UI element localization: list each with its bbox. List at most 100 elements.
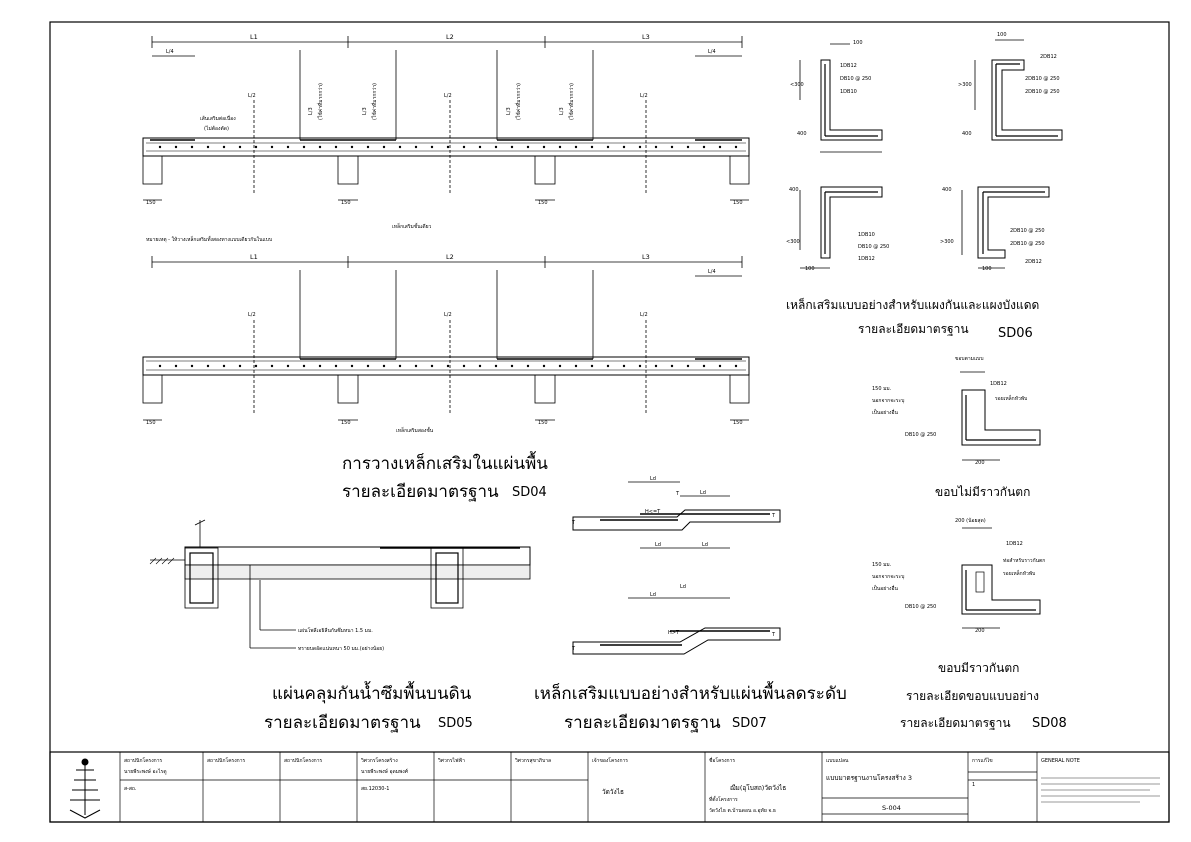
rebar-dot	[670, 145, 674, 149]
rebar-dot	[334, 145, 338, 149]
sd06-bar-c2: DB10 @ 250	[858, 244, 889, 250]
rebar-dot	[270, 364, 274, 368]
sd08-bar-b1: 1DB12	[1006, 541, 1023, 547]
sd07-detail	[572, 481, 781, 655]
sd06-bar-a1: 1DB12	[840, 63, 857, 69]
rebar-dot	[734, 145, 738, 149]
sd04-continuous-bar: เส้นเสริมต่อเนื่อง	[200, 115, 236, 122]
rebar-dot	[638, 145, 642, 149]
sd08-bar-b2: DB10 @ 250	[905, 604, 936, 610]
rebar-dot	[302, 145, 306, 149]
rebar-dot	[494, 364, 498, 368]
sd04-vnote-3: L/3	[362, 107, 368, 115]
sd07-h-lt: H<=T	[645, 509, 661, 515]
sd04-vnote-5: L/3	[506, 107, 512, 115]
sd04-support-dim-4: 150	[733, 200, 743, 206]
rebar-dot	[286, 364, 290, 368]
sd05-subtitle: รายละเอียดมาตรฐาน	[264, 713, 421, 733]
sd07-code: SD07	[732, 716, 767, 731]
rebar-dot	[190, 364, 194, 368]
sd05-title: แผ่นคลุมกันน้ำซึมพื้นบนดิน	[272, 681, 472, 704]
rebar-dot	[254, 145, 258, 149]
rebar-dot	[158, 364, 162, 368]
tb-sheet-title: แบบมาตรฐานงานโครงสร้าง 3	[826, 774, 912, 782]
rebar-dot	[286, 145, 290, 149]
sd06-dim-400-d: 400	[942, 187, 952, 193]
rebar-dot	[606, 145, 610, 149]
tb-general-notes: GENERAL NOTE	[1041, 758, 1080, 764]
rebar-dot	[622, 364, 626, 368]
sd08-unless-b: นอกจากจะระบุ	[872, 574, 904, 580]
rebar-dot	[574, 364, 578, 368]
rebar-dot	[462, 145, 466, 149]
sd04-continuous-bar-2: (ไม่ต้องตัด)	[204, 125, 229, 132]
rebar-dot	[526, 145, 530, 149]
rebar-dot	[734, 364, 738, 368]
sd04-rebar-dots	[158, 145, 738, 368]
sd06-dim-100-a: 100	[853, 40, 863, 46]
rebar-dot	[414, 145, 418, 149]
sd06-dim-100-b: 100	[997, 32, 1007, 38]
sd06-bar-b1: 2DB12	[1040, 54, 1057, 60]
tb-notes-lines	[1041, 777, 1160, 803]
sd04-support-dim-1: 150	[146, 200, 156, 206]
sd08-drip-a: รอยเหล็กหัวพับ	[995, 394, 1027, 402]
rebar-dot	[238, 364, 242, 368]
sd04-note: หมายเหตุ - ให้วางเหล็กเสริมทั้งสองทางแบบ…	[146, 234, 272, 243]
rebar-dot	[590, 145, 594, 149]
sd07-t-5: T	[771, 632, 776, 638]
sd06-dim-300-b: >300	[958, 82, 972, 88]
sd08-dim-150-b: 150 มม.	[872, 562, 892, 568]
sd04-quarter-left: L/4	[166, 49, 174, 55]
rebar-dot	[686, 364, 690, 368]
rebar-dot	[382, 145, 386, 149]
sd06-bar-a2: DB10 @ 250	[840, 76, 871, 82]
rebar-dot	[350, 145, 354, 149]
sd07-title: เหล็กเสริมแบบอย่างสำหรับแผ่นพื้นลดระดับ	[534, 681, 847, 704]
rebar-dot	[174, 364, 178, 368]
sd04-quarter-right: L/4	[708, 49, 716, 55]
rebar-dot	[206, 145, 210, 149]
rebar-dot	[318, 145, 322, 149]
rebar-dot	[462, 364, 466, 368]
tb-project: ฌืม(อุโบสถ)วัดวังไธ	[730, 784, 786, 792]
sd06-bar-b2: 2DB10 @ 250	[1025, 76, 1060, 82]
tb-owner-label: เจ้าของโครงการ	[592, 757, 628, 764]
rebar-dot	[206, 364, 210, 368]
tb-sheet-no: S-004	[882, 804, 901, 812]
tb-location: วัดวังไธ ต.บ้านดอน อ.อุทัย จ.ธ	[709, 807, 776, 814]
sd08-unless-b2: เป็นอย่างอื่น	[872, 584, 898, 592]
sd07-ld-5: Ld	[650, 592, 656, 598]
thai-emblem-logo	[69, 758, 101, 819]
tb-owner: วัดวังไธ	[602, 788, 624, 796]
sd06-detail	[799, 39, 1063, 269]
sd06-dim-300-c: <300	[786, 239, 800, 245]
sd08-drip-b2: รอยเหล็กหัวพับ	[1003, 569, 1035, 577]
rebar-dot	[526, 364, 530, 368]
sd07-ld-6: Ld	[680, 584, 686, 590]
sd04-vnote-7: L/3	[559, 107, 565, 115]
sd06-bar-a3: 1DB10	[840, 89, 857, 95]
sd08-detail	[960, 371, 1041, 629]
sd05-code: SD05	[438, 716, 473, 731]
sd06-bar-d3: 2DB12	[1025, 259, 1042, 265]
sd08-form-edge: ขอบตามแบบ	[955, 356, 984, 362]
sd06-dim-400-c: 400	[789, 187, 799, 193]
rebar-dot	[270, 145, 274, 149]
rebar-dot	[558, 364, 562, 368]
sd04-vnote-8: (ใช้ค่าที่มากกว่า)	[568, 83, 575, 120]
sd04-vnote-2: (ใช้ค่าที่มากกว่า)	[317, 83, 324, 120]
title-block-frame	[49, 751, 1170, 823]
rebar-dot	[590, 364, 594, 368]
sd08-bar-a2: DB10 @ 250	[905, 432, 936, 438]
sd07-t-2: T	[675, 491, 680, 497]
sd07-ld-4: Ld	[702, 542, 708, 548]
sd04-support-dim-1b: 150	[146, 420, 156, 426]
sd08-dim-200-b: 200	[975, 628, 985, 634]
sd07-ld-3: Ld	[655, 542, 661, 548]
rebar-dot	[254, 364, 258, 368]
rebar-dot	[190, 145, 194, 149]
rebar-dot	[542, 145, 546, 149]
rebar-dot	[158, 145, 162, 149]
